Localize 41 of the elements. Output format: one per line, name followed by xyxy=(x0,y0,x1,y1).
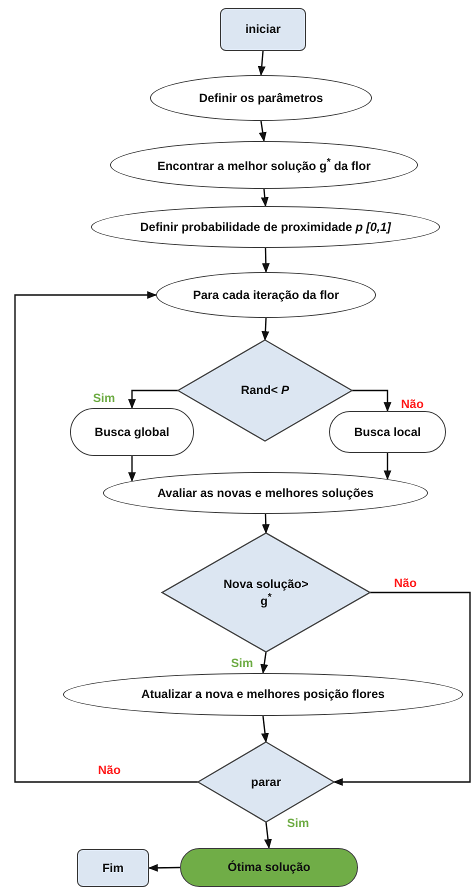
process-box xyxy=(180,848,358,887)
node-label: Busca local xyxy=(354,424,421,440)
arrow xyxy=(333,592,471,786)
arrow xyxy=(260,188,269,207)
arrow xyxy=(128,456,136,482)
node-label: Encontrar a melhor solução g$^{*}$ da flor xyxy=(157,156,371,174)
terminal-box xyxy=(77,849,149,887)
edge-label: Sim xyxy=(286,816,310,830)
node-label: Atualizar a nova e melhores posição flores xyxy=(141,687,385,702)
node-label: Busca global xyxy=(94,424,170,440)
node-label: Ótima solução xyxy=(228,860,310,875)
edge-label: Não xyxy=(393,576,418,590)
terminal-box xyxy=(220,8,306,51)
arrow xyxy=(261,318,270,341)
node-label: Nova solução> g$^{*}$ xyxy=(222,577,310,608)
edge-label: Sim xyxy=(230,656,254,670)
arrow xyxy=(262,514,270,534)
process-box xyxy=(329,411,446,453)
arrow xyxy=(264,822,272,849)
arrow xyxy=(14,291,198,783)
node-label: parar xyxy=(250,774,282,790)
process-box xyxy=(70,408,194,456)
arrow xyxy=(258,50,266,76)
arrow xyxy=(384,453,392,480)
node-label: Rand< P xyxy=(240,383,290,398)
node-label: iniciar xyxy=(245,22,281,37)
node-label: Para cada iteração da flor xyxy=(192,288,340,302)
arrow xyxy=(261,716,269,743)
arrow xyxy=(352,390,392,412)
node-label: Definir probabilidade de proximidade p [0,1] xyxy=(140,220,391,234)
edge-label: Não xyxy=(400,397,425,411)
edge-label: Sim xyxy=(92,391,116,405)
arrow xyxy=(258,120,267,142)
edge-label: Não xyxy=(97,763,122,777)
node-label: Avaliar as novas e melhores soluções xyxy=(157,486,374,500)
arrow xyxy=(128,390,178,409)
node-label: Definir os parâmetros xyxy=(198,90,324,106)
node-label: Fim xyxy=(102,860,124,876)
arrow xyxy=(260,652,268,674)
arrow xyxy=(148,864,180,872)
arrow xyxy=(262,248,270,273)
